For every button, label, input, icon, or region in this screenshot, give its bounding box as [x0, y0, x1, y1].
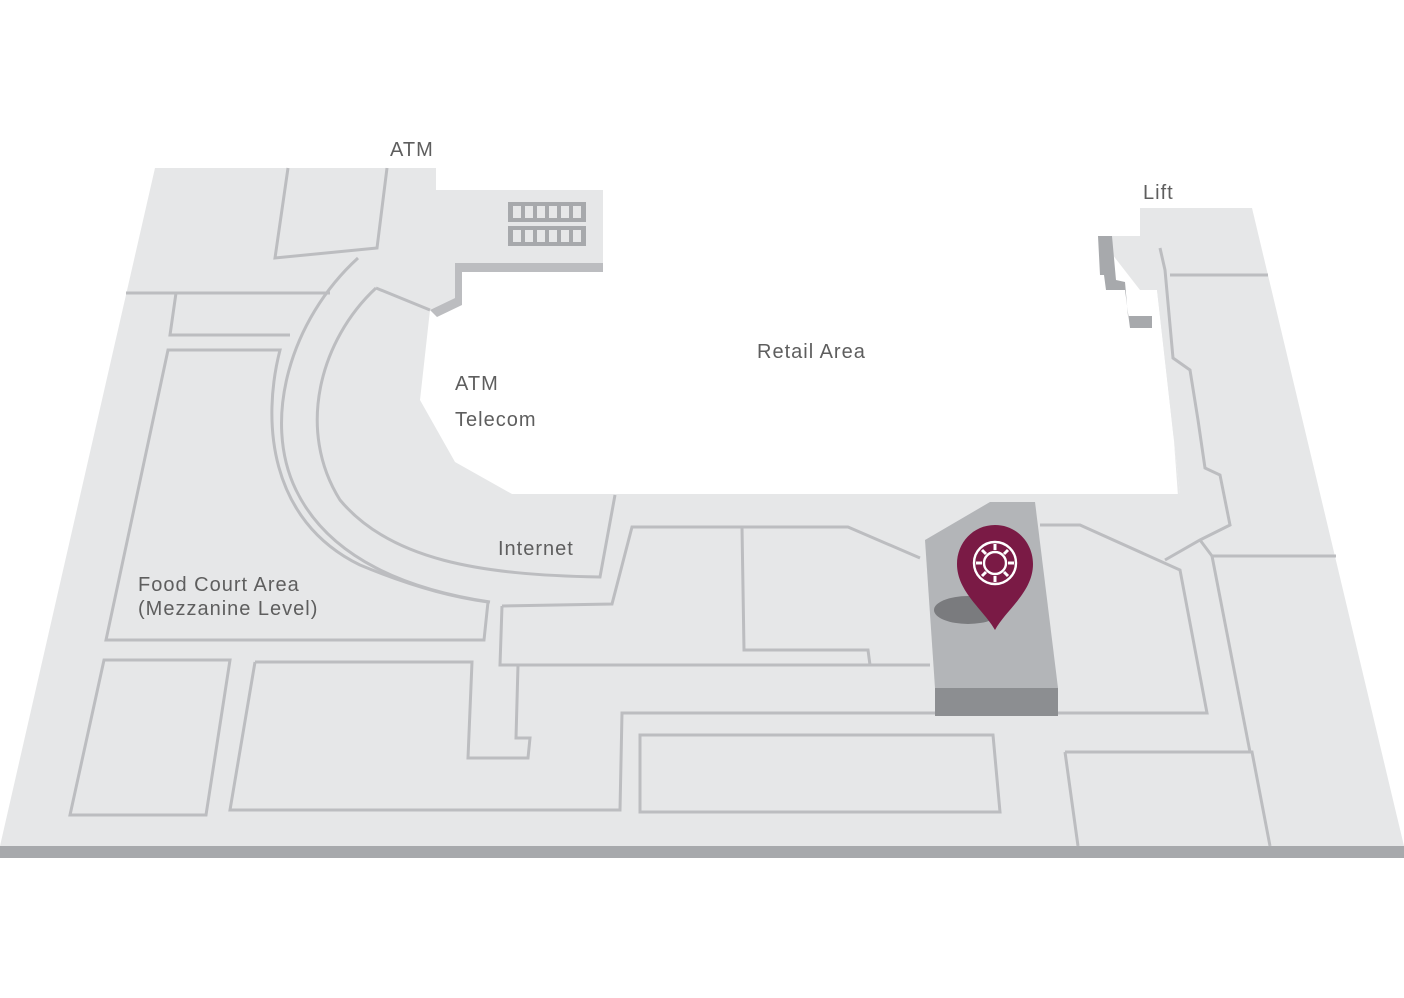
floor-surface	[0, 168, 1404, 846]
label-internet: Internet	[498, 538, 574, 560]
map-labels: ATM Lift Retail Area ATM Telecom Interne…	[138, 139, 1174, 620]
room-top-left	[273, 167, 389, 260]
floor-edge	[0, 846, 1404, 858]
room-b	[501, 525, 921, 608]
room-a	[168, 292, 290, 337]
room-j-side	[1063, 751, 1080, 847]
arc-join	[375, 286, 431, 312]
lift-wall	[1098, 236, 1180, 496]
arc-outer	[280, 256, 491, 604]
lift-steps	[1098, 236, 1152, 328]
room-g	[228, 661, 940, 812]
room-outlines	[68, 167, 1336, 847]
arc-inner	[315, 286, 617, 579]
room-e	[68, 658, 232, 817]
atm-kiosks	[508, 202, 586, 246]
label-lift: Lift	[1143, 182, 1174, 204]
floor-base	[0, 168, 1404, 858]
label-mezzanine: (Mezzanine Level)	[138, 598, 318, 620]
courtyard-edge	[430, 263, 603, 317]
highlighted-unit-side	[935, 688, 1058, 716]
room-i	[1040, 523, 1209, 715]
label-food-court: Food Court Area	[138, 574, 300, 596]
lift-corridor	[1158, 247, 1232, 562]
label-atm-inner: ATM	[455, 373, 499, 395]
room-j	[1065, 750, 1272, 847]
label-atm-top: ATM	[390, 139, 434, 161]
room-h	[638, 733, 1002, 814]
room-d	[740, 526, 872, 666]
room-c	[498, 605, 930, 667]
room-f	[255, 660, 532, 760]
divider-right	[1210, 555, 1252, 753]
pin-emblem-icon	[972, 540, 1018, 586]
label-retail-area: Retail Area	[757, 341, 866, 363]
label-telecom: Telecom	[455, 409, 536, 431]
location-pin-icon[interactable]	[934, 525, 1033, 630]
lift-line-c	[1198, 539, 1214, 557]
